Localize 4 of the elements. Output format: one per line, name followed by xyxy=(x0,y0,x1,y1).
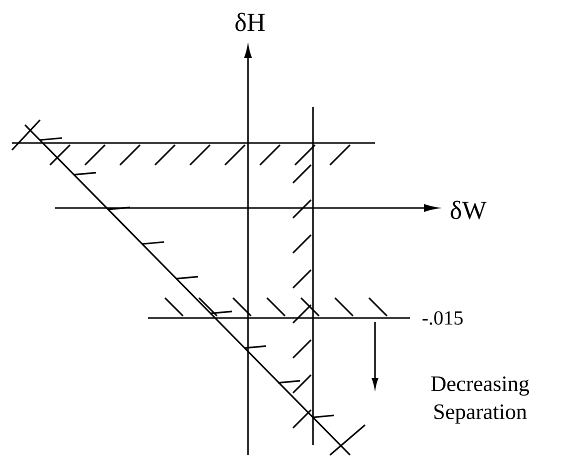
axis-label: δH xyxy=(235,12,265,32)
axis-label: Decreasing Separation xyxy=(431,376,530,424)
axis-label: δW xyxy=(450,200,487,220)
axis-label: -.015 xyxy=(422,311,463,325)
